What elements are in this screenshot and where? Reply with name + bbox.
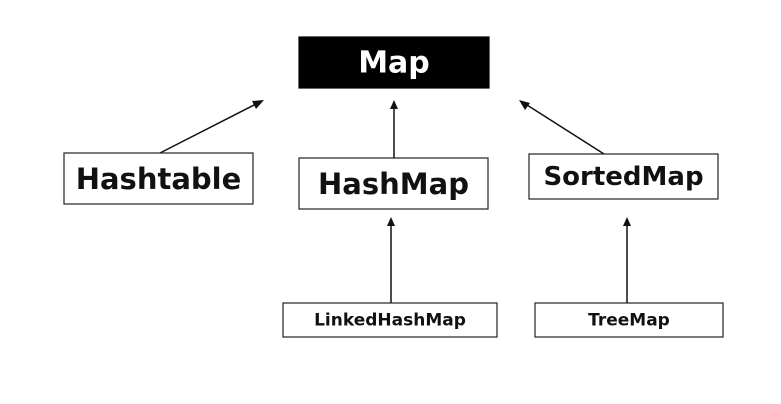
- node-label-hashtable: Hashtable: [76, 162, 242, 196]
- arrow-head: [252, 100, 264, 109]
- edge-hashtable-to-map: [159, 100, 264, 154]
- edge-treemap-to-sortedmap: [623, 217, 631, 303]
- node-box: [282, 302, 498, 338]
- node-treemap: TreeMap: [534, 302, 724, 338]
- edges: [159, 100, 631, 303]
- node-box: [298, 36, 490, 89]
- node-box: [63, 152, 254, 205]
- node-label-sortedmap: SortedMap: [543, 162, 703, 192]
- node-label-map: Map: [358, 46, 430, 81]
- edge-line: [159, 103, 257, 154]
- node-linkedhashmap: LinkedHashMap: [282, 302, 498, 338]
- node-label-treemap: TreeMap: [588, 311, 670, 331]
- arrow-head: [390, 100, 398, 109]
- node-sortedmap: SortedMap: [528, 153, 719, 200]
- nodes: Map Hashtable HashMap SortedMap LinkedHa…: [63, 36, 724, 338]
- node-box: [528, 153, 719, 200]
- edge-sortedmap-to-map: [519, 100, 605, 155]
- node-hashtable: Hashtable: [63, 152, 254, 205]
- arrow-head: [519, 100, 530, 110]
- arrow-head: [623, 217, 631, 226]
- node-box: [534, 302, 724, 338]
- node-label-linkedhashmap: LinkedHashMap: [314, 311, 466, 331]
- edge-linkedhashmap-to-hashmap: [387, 217, 395, 303]
- edge-hashmap-to-map: [390, 100, 398, 158]
- node-box: [298, 157, 489, 210]
- node-map: Map: [298, 36, 490, 89]
- arrow-head: [387, 217, 395, 226]
- edge-line: [526, 104, 605, 155]
- node-label-hashmap: HashMap: [318, 167, 469, 201]
- node-hashmap: HashMap: [298, 157, 489, 210]
